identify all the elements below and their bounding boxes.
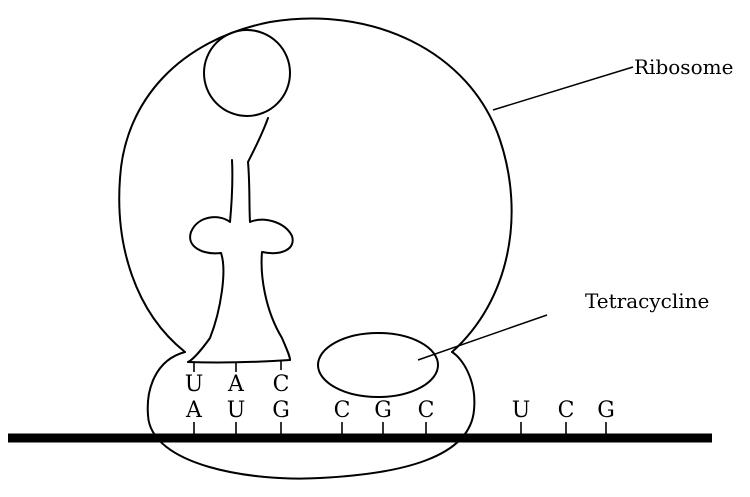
anticodon-base: C [273,372,290,397]
mrna-base: C [418,398,435,423]
mrna-base: U [227,398,246,423]
trna-stem-right [248,118,293,360]
trna-stem-left [188,160,232,362]
ribosome-leader-line [493,67,633,110]
mrna-base: U [512,398,531,423]
mrna-base: G [374,398,392,423]
tetracycline-leader-line [418,315,547,360]
ribosome-large-subunit [119,18,511,352]
tetracycline-molecule [318,333,438,397]
anticodon-base: A [227,372,245,397]
mrna-base: G [272,398,290,423]
tetracycline-label: Tetracycline [585,289,709,313]
mrna-base: G [597,398,615,423]
anticodon-base: U [185,372,204,397]
mrna-base: C [334,398,351,423]
mrna-base: A [185,398,203,423]
ribosome-label: Ribosome [634,55,733,79]
trna-loop [204,30,290,116]
mrna-base: C [558,398,575,423]
trna-base-line [188,360,290,362]
